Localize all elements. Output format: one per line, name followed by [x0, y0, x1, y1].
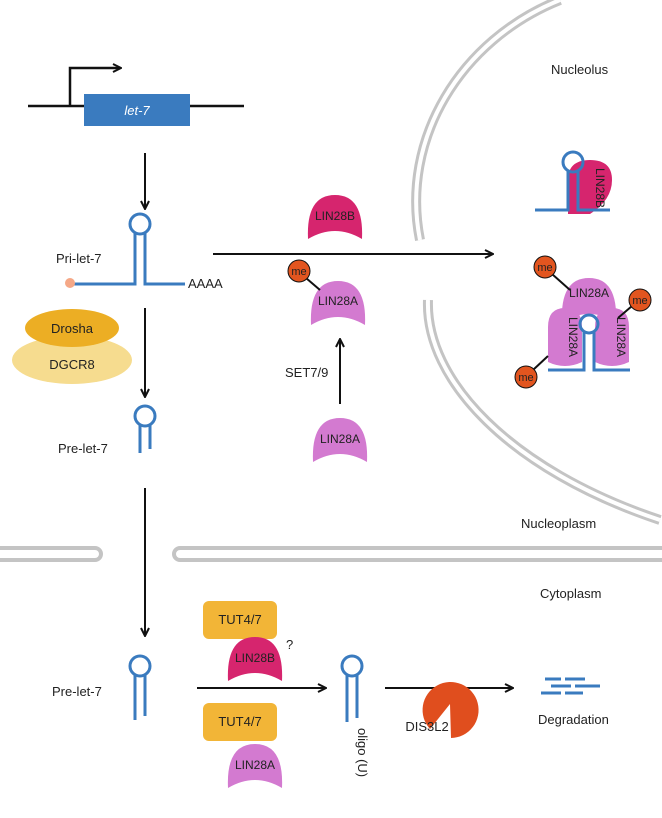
pre-let7-nuclear-rna	[133, 404, 157, 453]
methyl-label-top: me	[537, 262, 552, 274]
lin28a-label: LIN28A	[320, 432, 360, 446]
gene-label: let-7	[124, 103, 150, 118]
drosha-shape	[25, 309, 119, 347]
methylated-lin28a: me LIN28A	[287, 259, 366, 325]
methyl-group-top	[533, 255, 557, 279]
pathway-arrows	[145, 153, 512, 688]
pri-let7-rna	[70, 212, 185, 286]
microprocessor: Drosha DGCR8	[12, 309, 132, 384]
degraded-fragments	[541, 677, 600, 695]
nucleolar-lin28a-complex: me me me LIN28A LIN28A LIN28A	[514, 255, 652, 389]
promoter-arrow	[68, 68, 120, 106]
lin28a-left-label: LIN28A	[566, 317, 580, 357]
nucleolus-membrane	[411, 0, 662, 525]
dgcr8-shape	[12, 336, 132, 384]
methyl-label: me	[291, 266, 306, 278]
tut47-complex-upper: TUT4/7 LIN28B ?	[203, 601, 293, 681]
methyl-group	[287, 259, 311, 283]
lin28a-right-label: LIN28A	[614, 317, 628, 357]
pre-let7-cytoplasmic-rna	[128, 654, 152, 720]
oligo-u-label: oligo (U)	[355, 728, 370, 777]
set79-label: SET7/9	[285, 365, 328, 380]
lin28b-nucleolar-label: LIN28B	[593, 168, 607, 208]
nucleolar-lin28b-complex: LIN28B	[535, 150, 612, 214]
tut47-complex-lower: TUT4/7 LIN28A	[203, 703, 283, 788]
gene-box	[84, 94, 190, 126]
lin28b-protein: LIN28B	[307, 195, 363, 239]
lin28a-top-label: LIN28A	[569, 286, 609, 300]
nuclear-envelope	[0, 546, 662, 562]
pre-let7-nuclear-label: Pre-let-7	[58, 441, 108, 456]
lin28a-protein: LIN28A	[312, 418, 368, 462]
polya-label: AAAA	[188, 276, 223, 291]
let7-gene: let-7	[28, 68, 244, 126]
tut47-upper-label: TUT4/7	[218, 612, 261, 627]
drosha-label: Drosha	[51, 321, 94, 336]
nucleoplasm-label: Nucleoplasm	[521, 516, 596, 531]
pre-let7-cytoplasmic-label: Pre-let-7	[52, 684, 102, 699]
methyl-label-bottom: me	[518, 372, 533, 384]
question-mark: ?	[286, 637, 293, 652]
dis3l2-label: DIS3L2	[405, 719, 448, 734]
lin28a-cytoplasmic-label: LIN28A	[235, 758, 275, 772]
dis3l2-enzyme: DIS3L2	[405, 682, 479, 738]
lin28b-cytoplasmic-label: LIN28B	[235, 651, 275, 665]
dgcr8-label: DGCR8	[49, 357, 95, 372]
cytoplasm-label: Cytoplasm	[540, 586, 601, 601]
uridylated-pre-let7	[340, 654, 364, 722]
methyl-label-right: me	[632, 295, 647, 307]
nucleolus-label: Nucleolus	[551, 62, 609, 77]
lin28a-methylated-label: LIN28A	[318, 294, 358, 308]
tut47-lower-label: TUT4/7	[218, 714, 261, 729]
methyl-group-right	[628, 288, 652, 312]
pri-let7-cap	[65, 278, 75, 288]
pri-let7-label: Pri-let-7	[56, 251, 102, 266]
methyl-group-bottom	[514, 365, 538, 389]
lin28b-label: LIN28B	[315, 209, 355, 223]
degradation-label: Degradation	[538, 712, 609, 727]
